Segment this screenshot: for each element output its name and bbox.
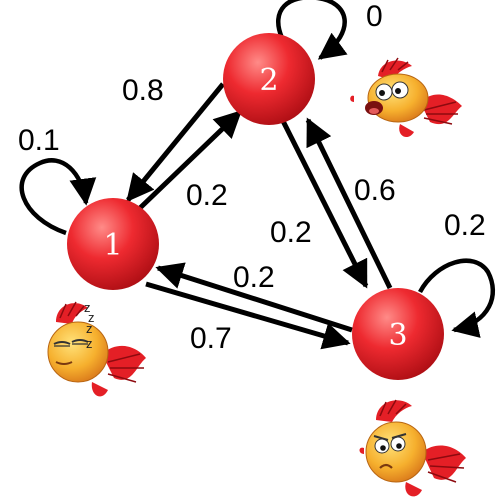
prob-label-1-2: 0.2 bbox=[186, 179, 228, 212]
state-label-2: 2 bbox=[259, 63, 278, 98]
sleep-z-letters: z bbox=[84, 300, 91, 315]
grumpy-fish-icon bbox=[359, 399, 466, 497]
edge-2-to-3 bbox=[277, 113, 369, 289]
prob-label-3-1: 0.2 bbox=[233, 261, 275, 294]
prob-label-3-3: 0.2 bbox=[444, 209, 486, 242]
prob-label-2-2: 0 bbox=[366, 0, 383, 33]
state-node-2[interactable]: 2 bbox=[223, 33, 315, 125]
state-node-3[interactable]: 3 bbox=[352, 288, 444, 380]
edge-3-to-2 bbox=[305, 117, 393, 290]
sleeping-fish-icon: z z z z bbox=[47, 300, 146, 397]
state-label-3: 3 bbox=[388, 318, 407, 353]
prob-label-3-2: 0.6 bbox=[354, 174, 396, 207]
svg-text:z: z bbox=[88, 310, 95, 325]
prob-label-1-1: 0.1 bbox=[18, 124, 60, 157]
prob-label-1-3: 0.7 bbox=[190, 322, 232, 355]
prob-label-2-1: 0.8 bbox=[122, 74, 164, 107]
edge-2-to-1 bbox=[126, 82, 225, 203]
state-label-1: 1 bbox=[103, 228, 122, 263]
prob-label-2-3: 0.2 bbox=[270, 216, 312, 249]
svg-text:z: z bbox=[86, 321, 93, 336]
edge-1-to-2 bbox=[138, 110, 242, 210]
self-loop-3 bbox=[418, 258, 496, 338]
self-loop-1 bbox=[19, 158, 97, 236]
surprised-fish-icon bbox=[350, 57, 462, 138]
svg-text:z: z bbox=[86, 336, 93, 351]
edge-1-to-3 bbox=[145, 281, 351, 350]
state-node-1[interactable]: 1 bbox=[67, 198, 159, 290]
edge-3-to-1 bbox=[155, 262, 353, 333]
self-loop-2 bbox=[276, 0, 348, 60]
